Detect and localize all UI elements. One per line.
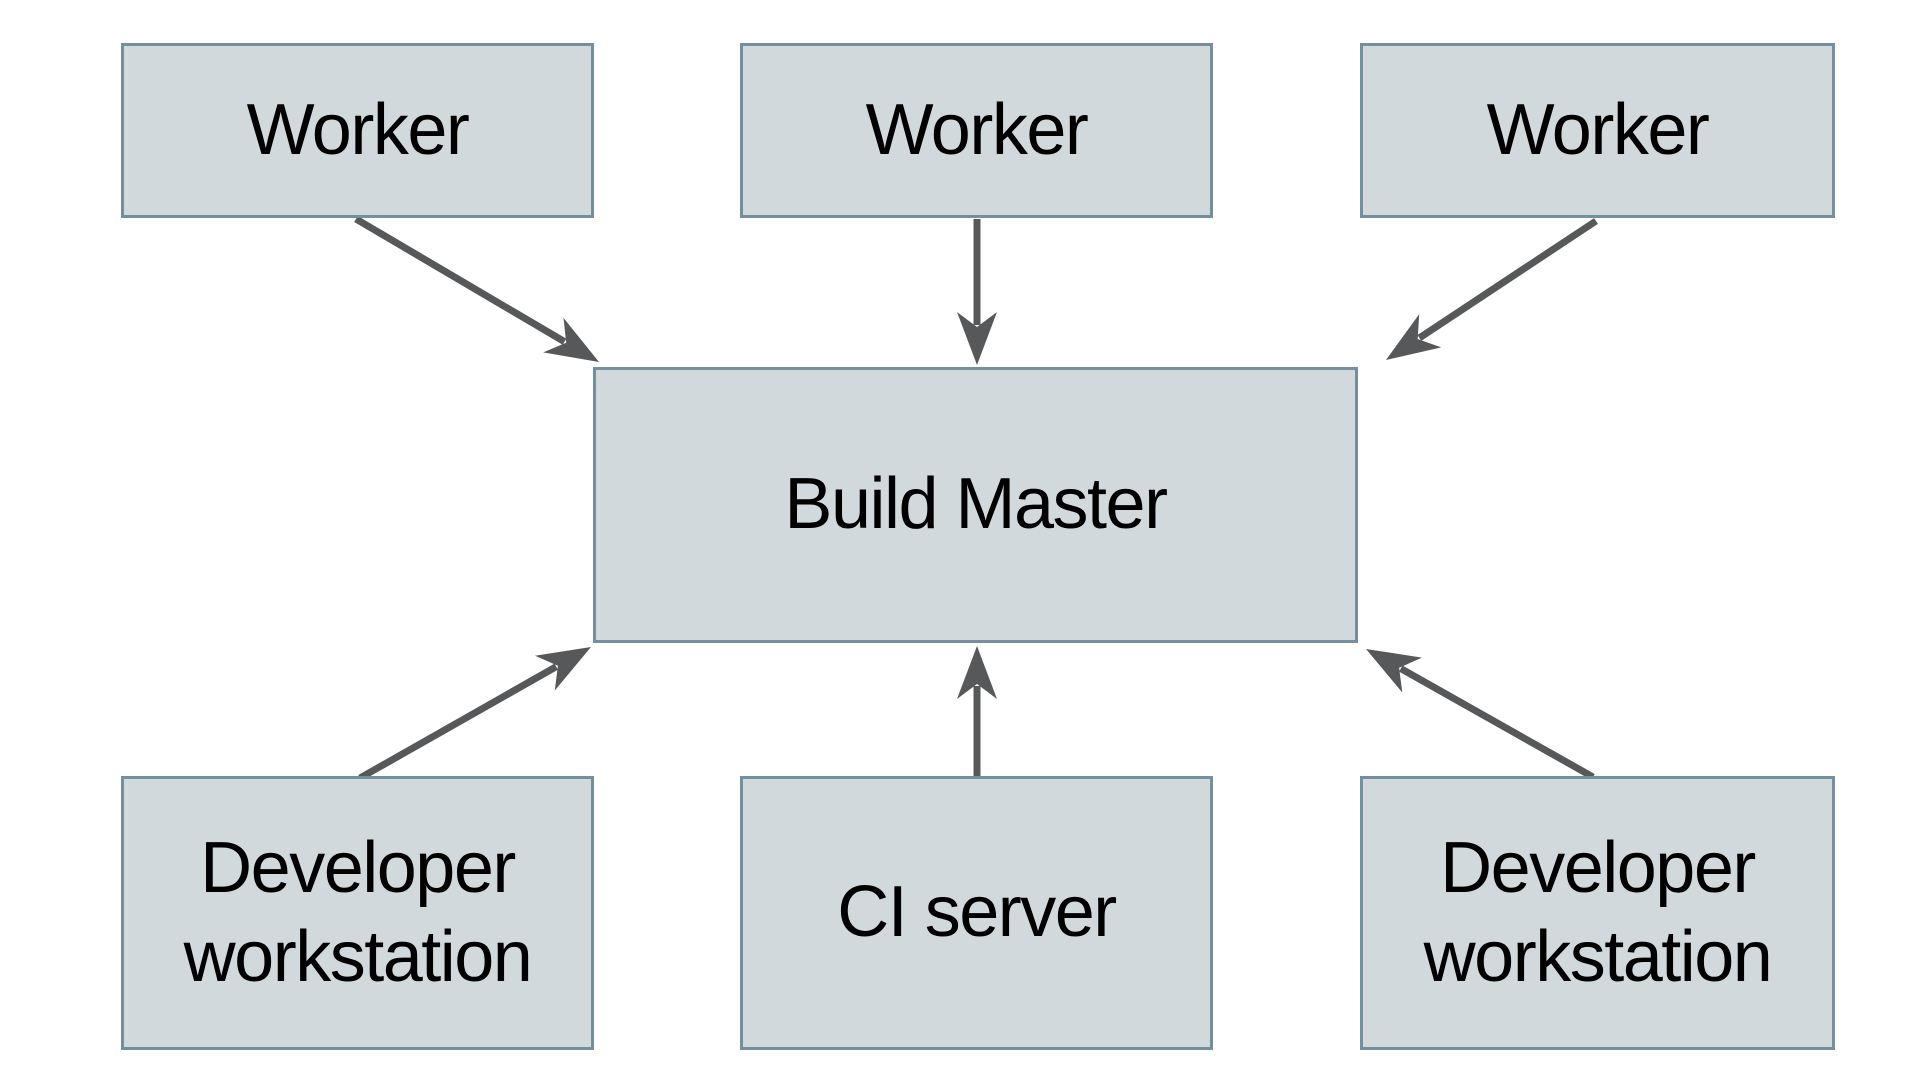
node-developer-workstation-1: Developer workstation: [121, 776, 594, 1050]
node-developer-workstation-1-label: Developer workstation: [183, 827, 533, 997]
node-developer-workstation-2: Developer workstation: [1360, 776, 1835, 1050]
node-worker-2: Worker: [740, 43, 1213, 218]
arrow-head-developer-workstation-1-to-build-master: [535, 647, 591, 691]
node-build-master-label: Build Master: [784, 464, 1168, 545]
arrow-line-developer-workstation-2-to-build-master: [1399, 665, 1595, 781]
arrow-head-worker-3-to-build-master: [1386, 314, 1442, 360]
node-worker-2-label: Worker: [865, 89, 1089, 170]
arrow-line-worker-1-to-build-master: [354, 215, 567, 345]
node-ci-server: CI server: [740, 776, 1213, 1050]
arrow-head-worker-2-to-build-master: [957, 312, 997, 365]
node-worker-1: Worker: [121, 43, 594, 218]
node-worker-3: Worker: [1360, 43, 1835, 218]
arrow-head-ci-server-to-build-master: [957, 646, 997, 699]
arrow-head-developer-workstation-2-to-build-master: [1366, 649, 1422, 693]
node-ci-server-label: CI server: [837, 872, 1117, 953]
node-developer-workstation-2-label: Developer workstation: [1423, 827, 1773, 997]
arrow-line-worker-3-to-build-master: [1417, 218, 1598, 341]
node-worker-3-label: Worker: [1486, 89, 1710, 170]
node-worker-1-label: Worker: [246, 89, 470, 170]
arrow-head-worker-1-to-build-master: [543, 317, 599, 362]
arrow-line-developer-workstation-1-to-build-master: [358, 663, 558, 782]
node-build-master: Build Master: [593, 367, 1358, 643]
